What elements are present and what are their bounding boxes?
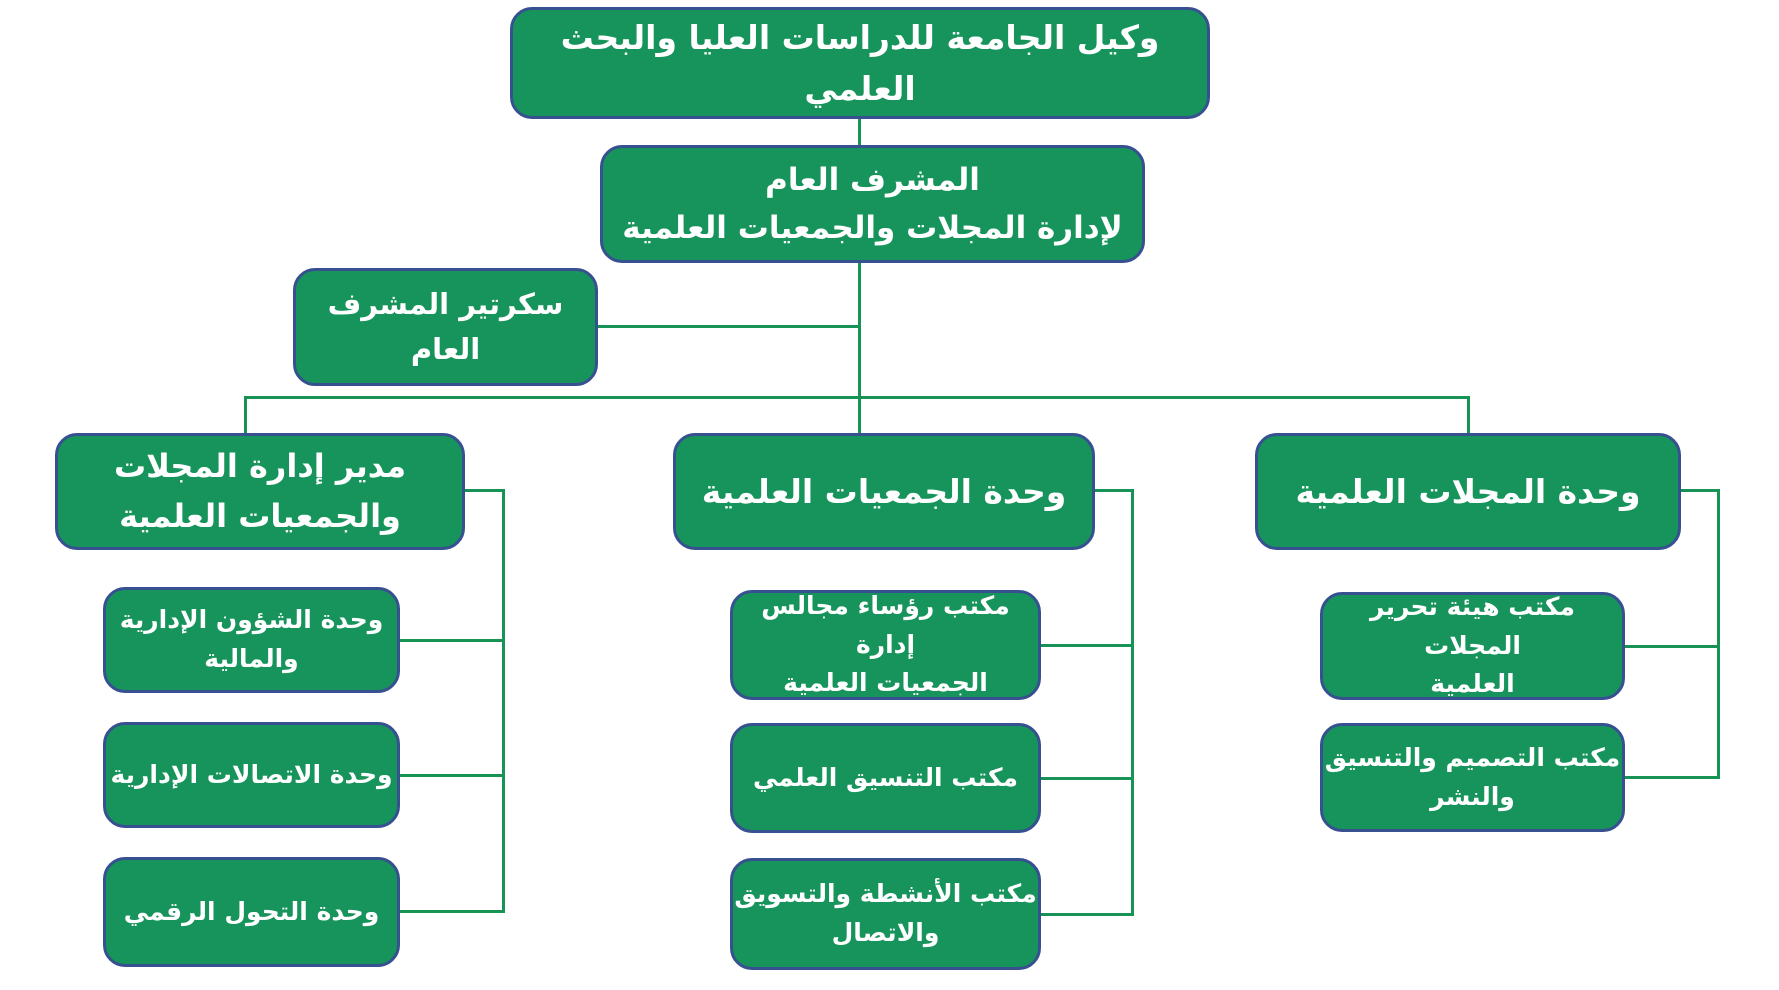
node-admin-financial-unit-label: وحدة الشؤون الإدارية والمالية: [119, 605, 384, 673]
connector-middle-bus-parent-stub: [1093, 489, 1134, 492]
connector-left-stub-1: [398, 639, 505, 642]
connector-drop-director: [244, 396, 247, 435]
connector-distribution-line: [244, 396, 1470, 399]
connector-left-bus-parent-stub: [463, 489, 505, 492]
node-design-publishing-office: مكتب التصميم والتنسيق والنشر: [1320, 723, 1625, 832]
node-general-supervisor-label: المشرف العام لإدارة المجلات والجمعيات ال…: [622, 161, 1123, 246]
connector-left-stub-3: [398, 910, 505, 913]
connector-secretary: [596, 325, 860, 328]
connector-middle-stub-3: [1039, 913, 1134, 916]
node-digital-transformation-unit: وحدة التحول الرقمي: [103, 857, 400, 967]
node-editorial-board-office-label: مكتب هيئة تحرير المجلات العلمية: [1370, 591, 1575, 699]
node-editorial-board-office: مكتب هيئة تحرير المجلات العلمية: [1320, 592, 1625, 700]
node-vice-rector: وكيل الجامعة للدراسات العليا والبحث العل…: [510, 7, 1210, 119]
connector-middle-bus: [1131, 489, 1134, 916]
node-secretary-label: سكرتير المشرف العام: [327, 287, 564, 366]
node-director: مدير إدارة المجلات والجمعيات العلمية: [55, 433, 465, 550]
connector-left-bus: [502, 489, 505, 913]
node-activities-marketing-office: مكتب الأنشطة والتسويق والاتصال: [730, 858, 1041, 970]
node-admin-communications-unit-label: وحدة الاتصالات الإدارية: [110, 759, 393, 789]
node-society-boards-office: مكتب رؤساء مجالس إدارة الجمعيات العلمية: [730, 590, 1041, 700]
connector-right-bus: [1717, 489, 1720, 779]
connector-root-to-supervisor: [858, 117, 861, 147]
node-secretary: سكرتير المشرف العام: [293, 268, 598, 386]
connector-middle-stub-1: [1039, 644, 1134, 647]
connector-right-stub-2: [1623, 776, 1720, 779]
node-societies-unit: وحدة الجمعيات العلمية: [673, 433, 1095, 550]
node-journals-unit: وحدة المجلات العلمية: [1255, 433, 1681, 550]
node-activities-marketing-office-label: مكتب الأنشطة والتسويق والاتصال: [734, 879, 1037, 947]
node-societies-unit-label: وحدة الجمعيات العلمية: [701, 471, 1067, 511]
node-design-publishing-office-label: مكتب التصميم والتنسيق والنشر: [1324, 742, 1621, 811]
node-vice-rector-label: وكيل الجامعة للدراسات العليا والبحث العل…: [560, 17, 1160, 108]
node-scientific-coordination-office: مكتب التنسيق العلمي: [730, 723, 1041, 833]
node-director-label: مدير إدارة المجلات والجمعيات العلمية: [113, 446, 407, 535]
connector-right-bus-parent-stub: [1679, 489, 1720, 492]
connector-middle-stub-2: [1039, 777, 1134, 780]
node-general-supervisor: المشرف العام لإدارة المجلات والجمعيات ال…: [600, 145, 1145, 263]
connector-supervisor-down: [858, 261, 861, 435]
node-scientific-coordination-office-label: مكتب التنسيق العلمي: [753, 762, 1018, 792]
connector-drop-journals-unit: [1467, 396, 1470, 435]
node-admin-financial-unit: وحدة الشؤون الإدارية والمالية: [103, 587, 400, 693]
node-admin-communications-unit: وحدة الاتصالات الإدارية: [103, 722, 400, 828]
node-society-boards-office-label: مكتب رؤساء مجالس إدارة الجمعيات العلمية: [761, 590, 1010, 698]
node-journals-unit-label: وحدة المجلات العلمية: [1295, 471, 1641, 511]
node-digital-transformation-unit-label: وحدة التحول الرقمي: [123, 896, 380, 926]
connector-left-stub-2: [398, 774, 505, 777]
connector-right-stub-1: [1623, 645, 1720, 648]
